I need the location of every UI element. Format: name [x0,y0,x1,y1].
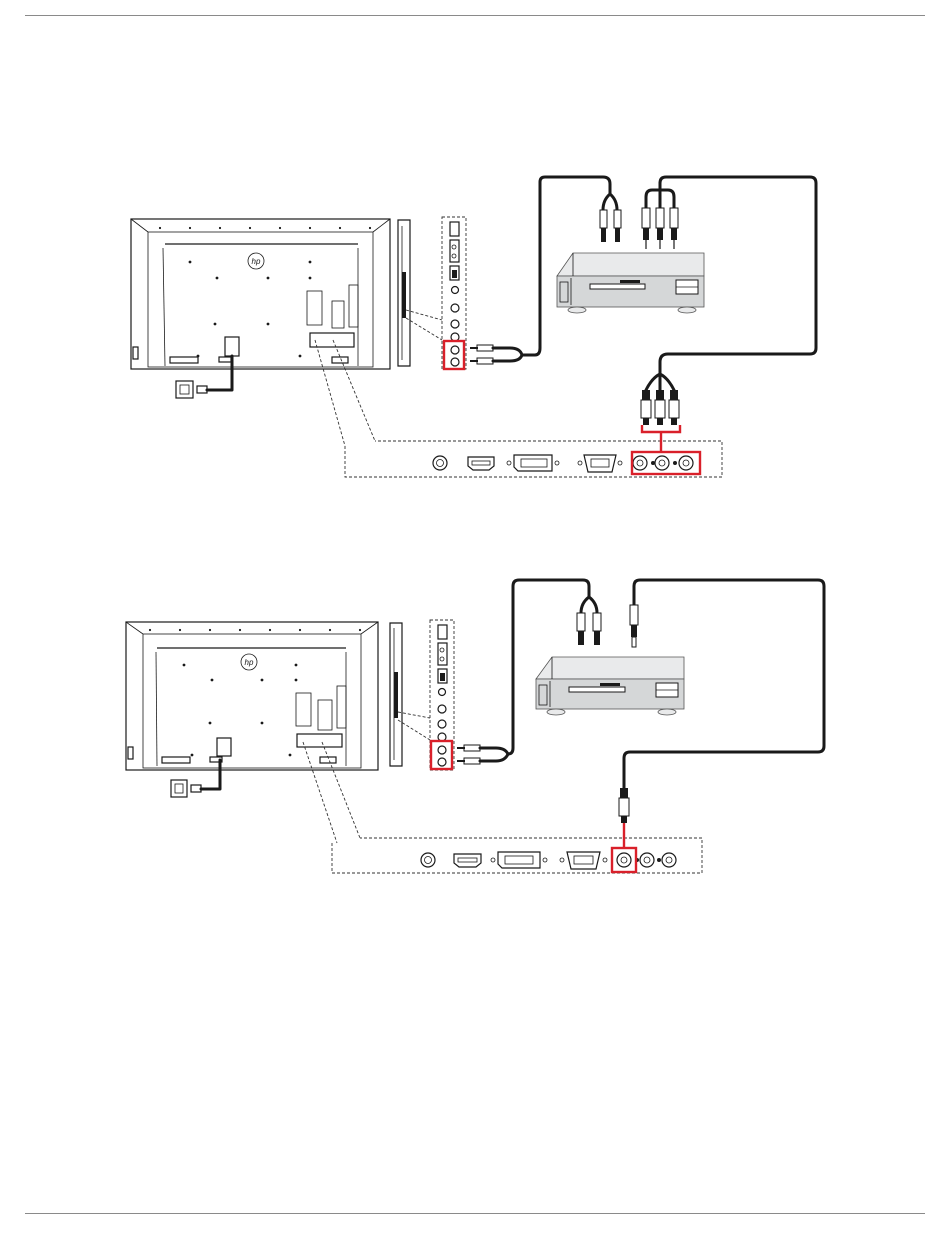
bnc-plug-icon [619,605,638,823]
dvd-player-device [536,657,684,715]
side-connector-strip [442,217,466,369]
dvd-player-device [557,253,704,313]
audio-in-ports-highlight [444,341,464,369]
video-port-highlight [612,848,636,872]
vga-port-icon [560,852,607,869]
dvi-port-icon [507,455,559,471]
side-connector-strip [430,620,454,770]
audio-in-ports-highlight [431,741,452,769]
component-ports-highlight [632,452,700,474]
composite-video-connection-diagram: hp [0,560,950,890]
monitor-side-view [390,623,402,766]
rca-plug-icon [642,208,678,249]
monitor-rear-view: hp [126,622,378,770]
footer-rule [25,1213,925,1214]
component-video-connection-diagram: hp [0,160,950,490]
svg-text:hp: hp [252,257,261,266]
power-outlet-icon [171,780,201,797]
video-y-port [617,853,631,867]
hdmi-port-icon [468,457,494,470]
hdmi-port-icon [454,854,481,867]
hp-logo-icon: hp [241,654,257,670]
component-ycbcr-ports [633,456,693,470]
dvi-port-icon [491,852,547,868]
monitor-side-view [398,220,410,366]
hp-logo-icon: hp [248,253,264,269]
monitor-rear-view: hp [131,219,390,369]
bottom-connector-panel [345,441,722,477]
bottom-connector-panel [332,838,702,873]
power-outlet-icon [176,381,207,398]
vga-port-icon [578,455,622,472]
svg-text:hp: hp [245,658,254,667]
header-rule [25,15,925,16]
